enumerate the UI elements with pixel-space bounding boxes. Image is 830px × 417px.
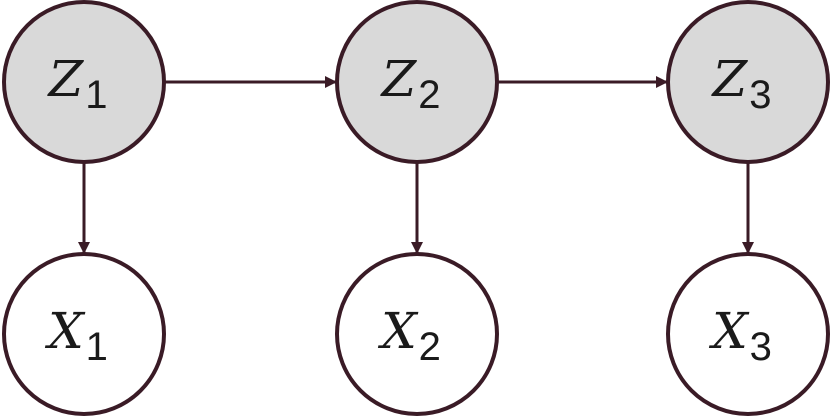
node-symbol: X — [708, 302, 750, 360]
node-label-z1: Z1 — [47, 50, 108, 117]
node-z1: Z1 — [2, 0, 166, 164]
node-x2: X2 — [335, 252, 499, 416]
node-z2: Z2 — [335, 0, 499, 164]
node-subscript: 2 — [418, 73, 440, 117]
node-circle-x3 — [666, 252, 830, 416]
node-label-z2: Z2 — [380, 50, 441, 117]
node-circle-x1 — [2, 252, 166, 416]
edges-layer — [78, 76, 754, 254]
node-symbol: Z — [711, 50, 749, 108]
node-symbol: Z — [380, 50, 418, 108]
node-x3: X3 — [666, 252, 830, 416]
node-subscript: 3 — [749, 73, 771, 117]
node-symbol: Z — [47, 50, 85, 108]
node-label-x3: X3 — [708, 302, 772, 369]
node-subscript: 2 — [419, 325, 441, 369]
node-z3: Z3 — [666, 0, 830, 164]
node-subscript: 1 — [85, 73, 107, 117]
node-label-z3: Z3 — [711, 50, 772, 117]
node-circle-x2 — [335, 252, 499, 416]
node-x1: X1 — [2, 252, 166, 416]
node-label-x1: X1 — [44, 302, 108, 369]
node-symbol: X — [377, 302, 419, 360]
node-subscript: 3 — [750, 325, 772, 369]
node-symbol: X — [44, 302, 86, 360]
node-circle-z3 — [666, 0, 830, 164]
node-label-x2: X2 — [377, 302, 441, 369]
node-circle-z1 — [2, 0, 166, 164]
node-circle-z2 — [335, 0, 499, 164]
node-subscript: 1 — [86, 325, 108, 369]
